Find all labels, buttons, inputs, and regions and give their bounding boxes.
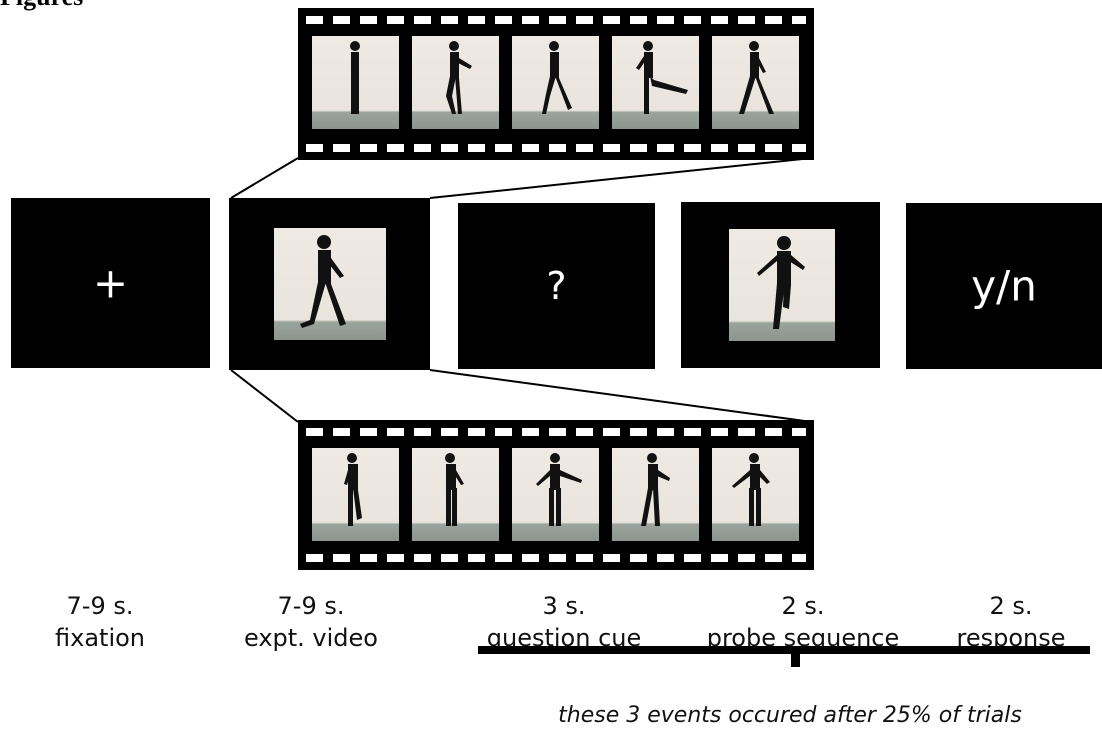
film-frame bbox=[712, 448, 799, 541]
question-cue-panel: ? bbox=[458, 203, 655, 369]
fixation-panel: + bbox=[11, 198, 210, 368]
experiment-video-panel bbox=[229, 198, 430, 370]
fixation-label: 7-9 s. fixation bbox=[0, 590, 200, 654]
film-frame bbox=[512, 36, 599, 129]
probe-duration: 2 s. bbox=[781, 592, 825, 620]
question-duration: 3 s. bbox=[542, 592, 586, 620]
bracket-tick bbox=[791, 652, 800, 667]
top-film-strip bbox=[298, 8, 814, 160]
video-still-image bbox=[274, 228, 386, 340]
fixation-duration: 7-9 s. bbox=[66, 592, 134, 620]
film-frame bbox=[312, 36, 399, 129]
response-prompt: y/n bbox=[971, 261, 1037, 311]
sprocket-holes-top bbox=[306, 428, 806, 436]
figures-heading: Figures bbox=[0, 0, 83, 10]
sprocket-holes-bottom bbox=[306, 554, 806, 562]
video-label: 7-9 s. expt. video bbox=[211, 590, 411, 654]
film-frame bbox=[612, 448, 699, 541]
video-name: expt. video bbox=[243, 624, 378, 652]
film-frame bbox=[412, 448, 499, 541]
conditional-events-bracket bbox=[478, 646, 1090, 654]
film-frame bbox=[312, 448, 399, 541]
film-frame bbox=[712, 36, 799, 129]
sprocket-holes-bottom bbox=[306, 144, 806, 152]
response-label: 2 s. response bbox=[926, 590, 1096, 654]
question-label: 3 s. question cue bbox=[464, 590, 664, 654]
probe-sequence-panel bbox=[681, 202, 880, 368]
fixation-name: fixation bbox=[55, 624, 145, 652]
video-duration: 7-9 s. bbox=[277, 592, 345, 620]
sprocket-holes-top bbox=[306, 16, 806, 24]
response-panel: y/n bbox=[906, 203, 1102, 369]
conditional-events-note: these 3 events occured after 25% of tria… bbox=[558, 703, 1022, 728]
fixation-cross: + bbox=[92, 258, 129, 308]
film-frame bbox=[412, 36, 499, 129]
film-frame bbox=[512, 448, 599, 541]
bottom-film-strip bbox=[298, 420, 814, 570]
probe-still-image bbox=[729, 229, 835, 341]
film-frame bbox=[612, 36, 699, 129]
response-duration: 2 s. bbox=[989, 592, 1033, 620]
question-mark: ? bbox=[546, 264, 567, 308]
probe-label: 2 s. probe sequence bbox=[703, 590, 903, 654]
